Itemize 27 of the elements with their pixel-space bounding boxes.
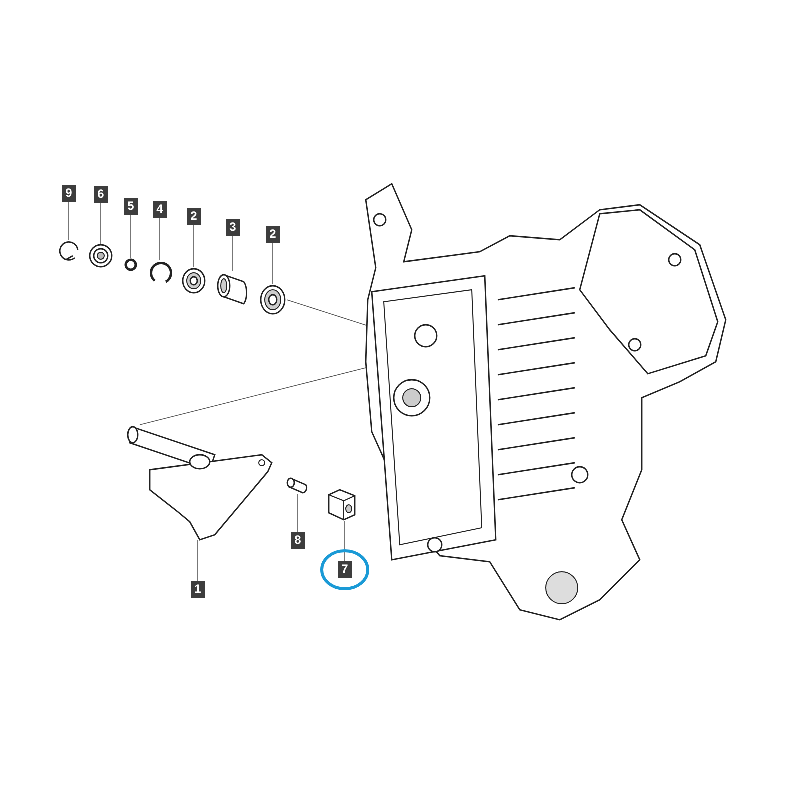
callout-number: 2	[266, 226, 280, 243]
callout-number: 9	[62, 185, 76, 202]
leader-line	[232, 236, 234, 272]
leader-line	[130, 214, 132, 258]
bearing-drawing	[181, 267, 207, 295]
assembly-line	[140, 368, 366, 426]
callout-number: 5	[124, 198, 138, 215]
callout-number: 4	[153, 201, 167, 218]
lever-shaft-drawing	[125, 425, 275, 540]
callout-number: 2	[187, 208, 201, 225]
pin-drawing	[286, 476, 310, 494]
bearing-drawing	[89, 244, 113, 268]
ring-drawing	[124, 258, 138, 272]
assembly-line	[286, 300, 368, 326]
leader-line	[272, 242, 274, 284]
callout-number: 1	[191, 581, 205, 598]
callout-number: 3	[226, 219, 240, 236]
bearing-drawing	[259, 284, 287, 316]
circlip-drawing	[148, 260, 172, 284]
leader-line	[68, 202, 70, 240]
callout-number: 8	[291, 532, 305, 549]
leader-line	[344, 520, 346, 562]
nut-drawing	[327, 489, 357, 521]
leader-line	[100, 202, 102, 244]
callout-number: 6	[94, 186, 108, 203]
circlip-drawing	[58, 240, 80, 262]
callout-number: 7	[338, 561, 352, 578]
